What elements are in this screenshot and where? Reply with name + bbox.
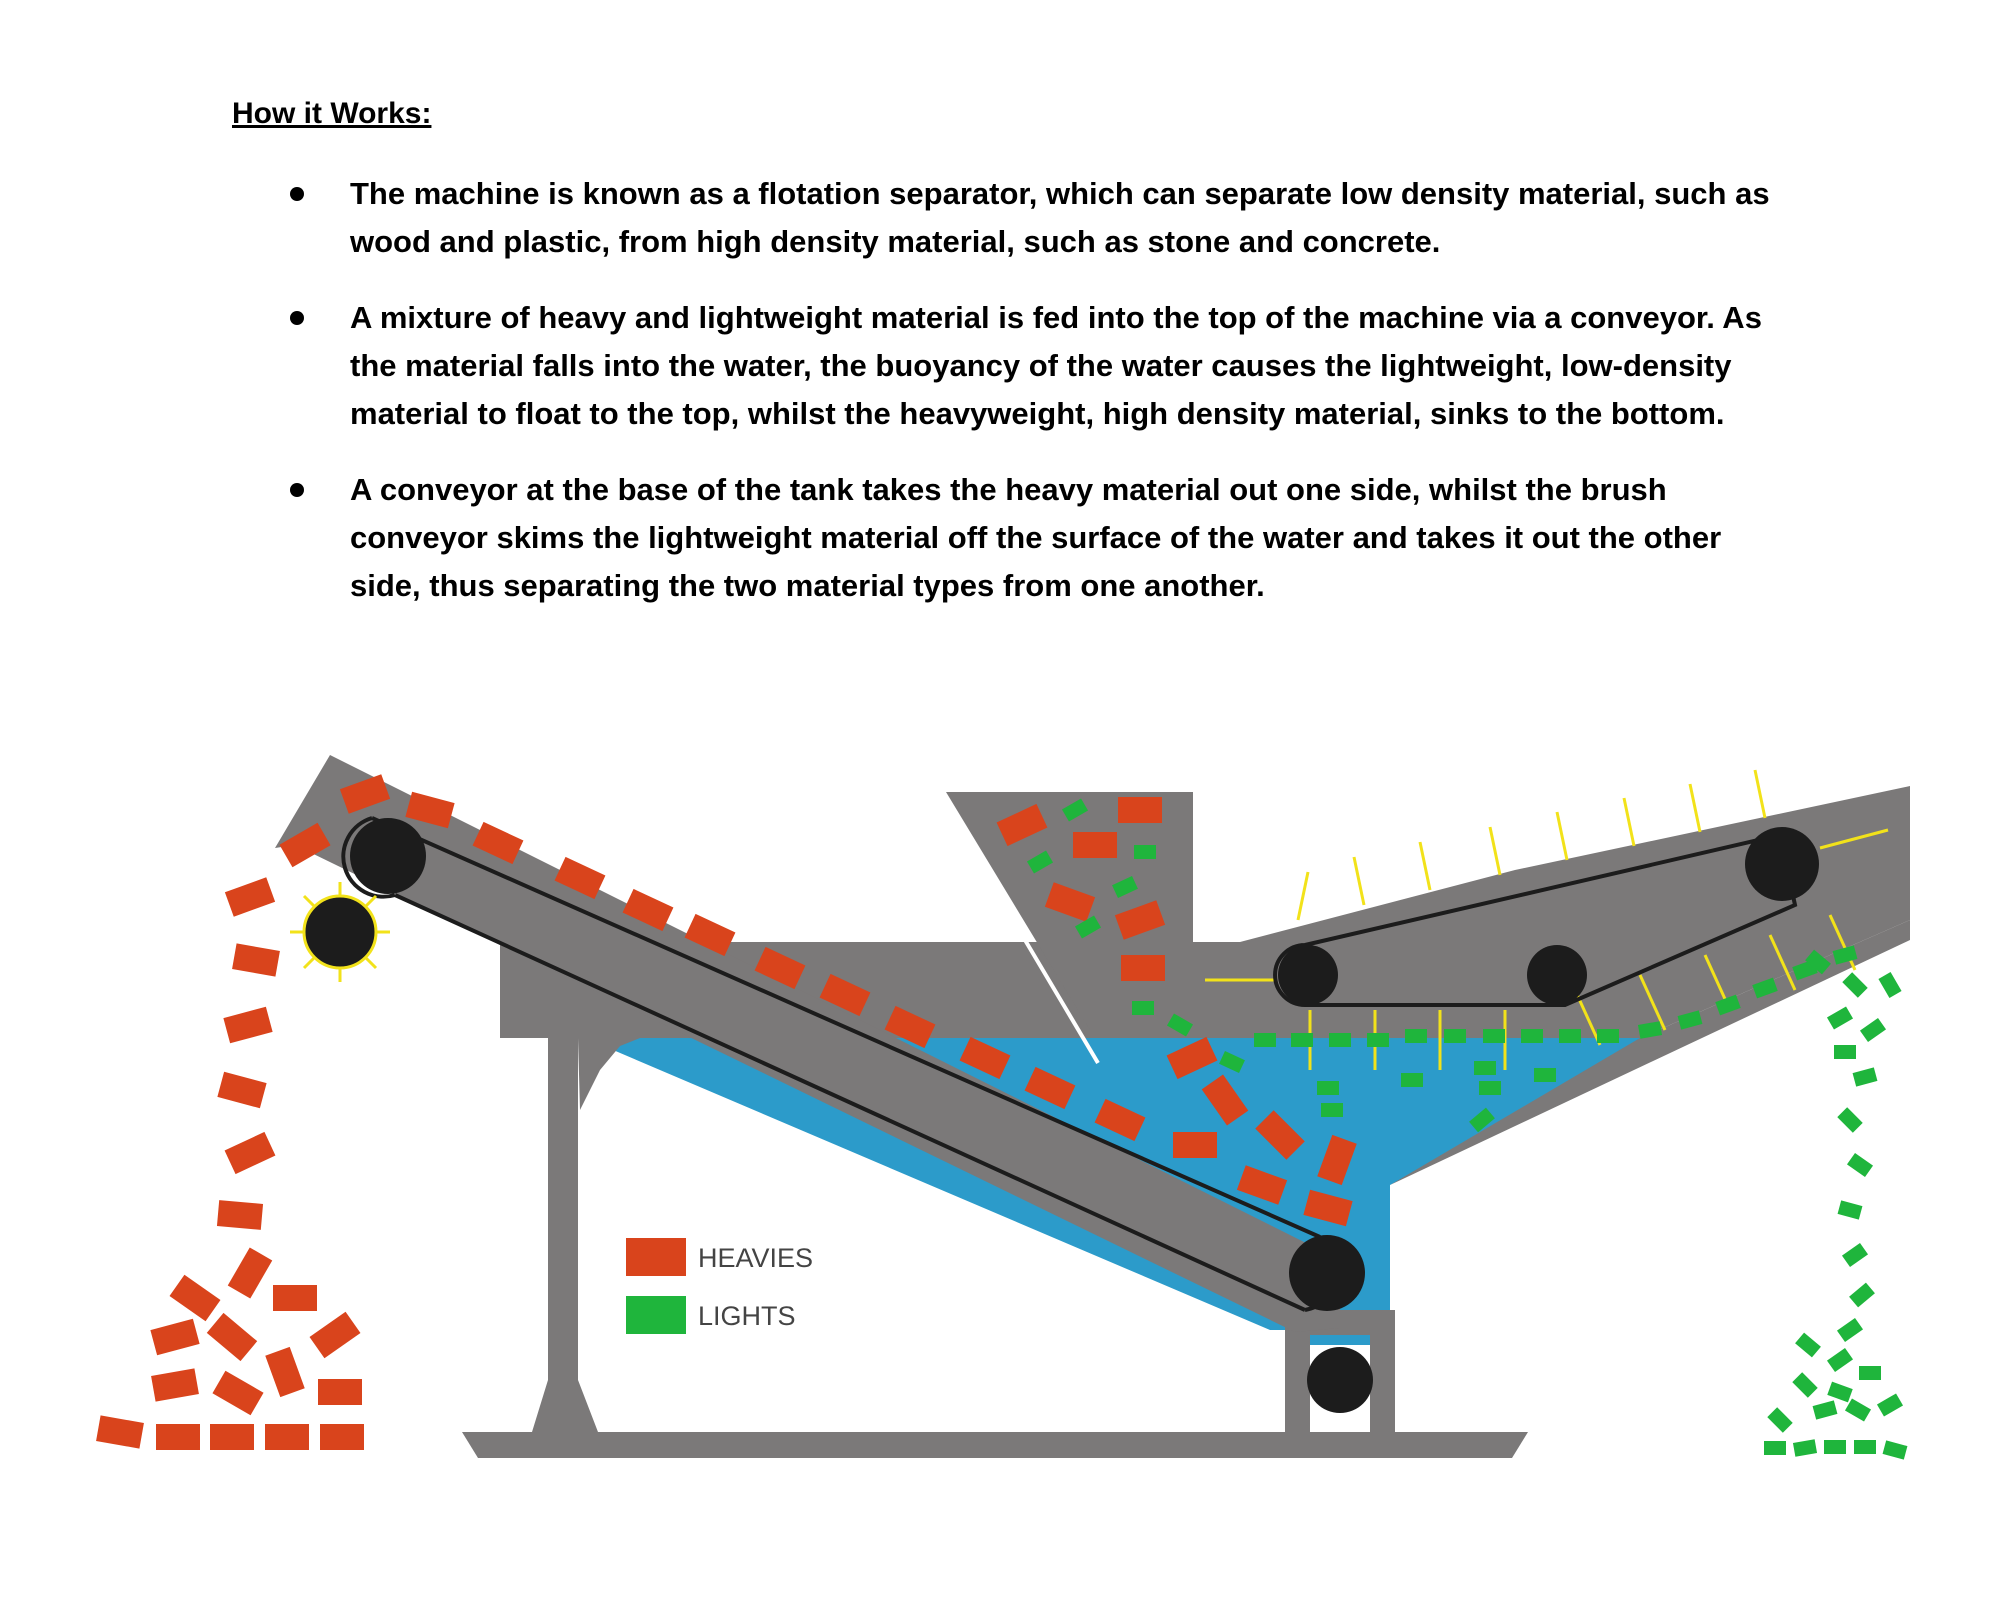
conveyor-housing xyxy=(275,755,1340,1332)
legend-swatch-heavies xyxy=(626,1238,686,1276)
brush-roller-right xyxy=(1745,827,1819,901)
light-particles xyxy=(1026,798,1908,1460)
bullet-item: A mixture of heavy and lightweight mater… xyxy=(290,294,1800,438)
brush-conveyor-belt xyxy=(1273,832,1798,1007)
bullet-item: The machine is known as a flotation sepa… xyxy=(290,170,1800,266)
brush-roller-middle xyxy=(1527,945,1587,1005)
bullet-dot-icon xyxy=(290,311,304,325)
brush-housing xyxy=(1240,786,1910,1038)
hopper-divider xyxy=(1023,938,1100,1065)
right-slope xyxy=(1390,920,1910,1185)
bullet-list: The machine is known as a flotation sepa… xyxy=(290,170,1800,638)
sprocket-wheel xyxy=(290,882,390,982)
heavy-conveyor xyxy=(341,816,1373,1413)
left-leg xyxy=(532,1010,598,1432)
brush-bristles xyxy=(1205,769,1889,1070)
legend: HEAVIES LIGHTS xyxy=(626,1238,813,1334)
brush-conveyor xyxy=(1205,769,1889,1070)
bullet-dot-icon xyxy=(290,187,304,201)
heavy-conveyor-belt xyxy=(341,816,1341,1312)
chute-roller xyxy=(1307,1347,1373,1413)
bullet-item: A conveyor at the base of the tank takes… xyxy=(290,466,1800,610)
legend-label-heavies: HEAVIES xyxy=(698,1243,813,1273)
bullet-dot-icon xyxy=(290,483,304,497)
bullet-text: The machine is known as a flotation sepa… xyxy=(350,176,1770,259)
heavy-particles xyxy=(96,774,1357,1450)
conveyor-head-roller xyxy=(350,818,426,894)
brush-roller-left xyxy=(1278,945,1338,1005)
legend-swatch-lights xyxy=(626,1296,686,1334)
base-rail xyxy=(462,1432,1528,1458)
bullet-text: A conveyor at the base of the tank takes… xyxy=(350,472,1722,603)
legend-label-lights: LIGHTS xyxy=(698,1301,796,1331)
bullet-text: A mixture of heavy and lightweight mater… xyxy=(350,300,1762,431)
conveyor-tail-roller xyxy=(1289,1235,1365,1311)
page-heading: How it Works: xyxy=(232,97,432,130)
